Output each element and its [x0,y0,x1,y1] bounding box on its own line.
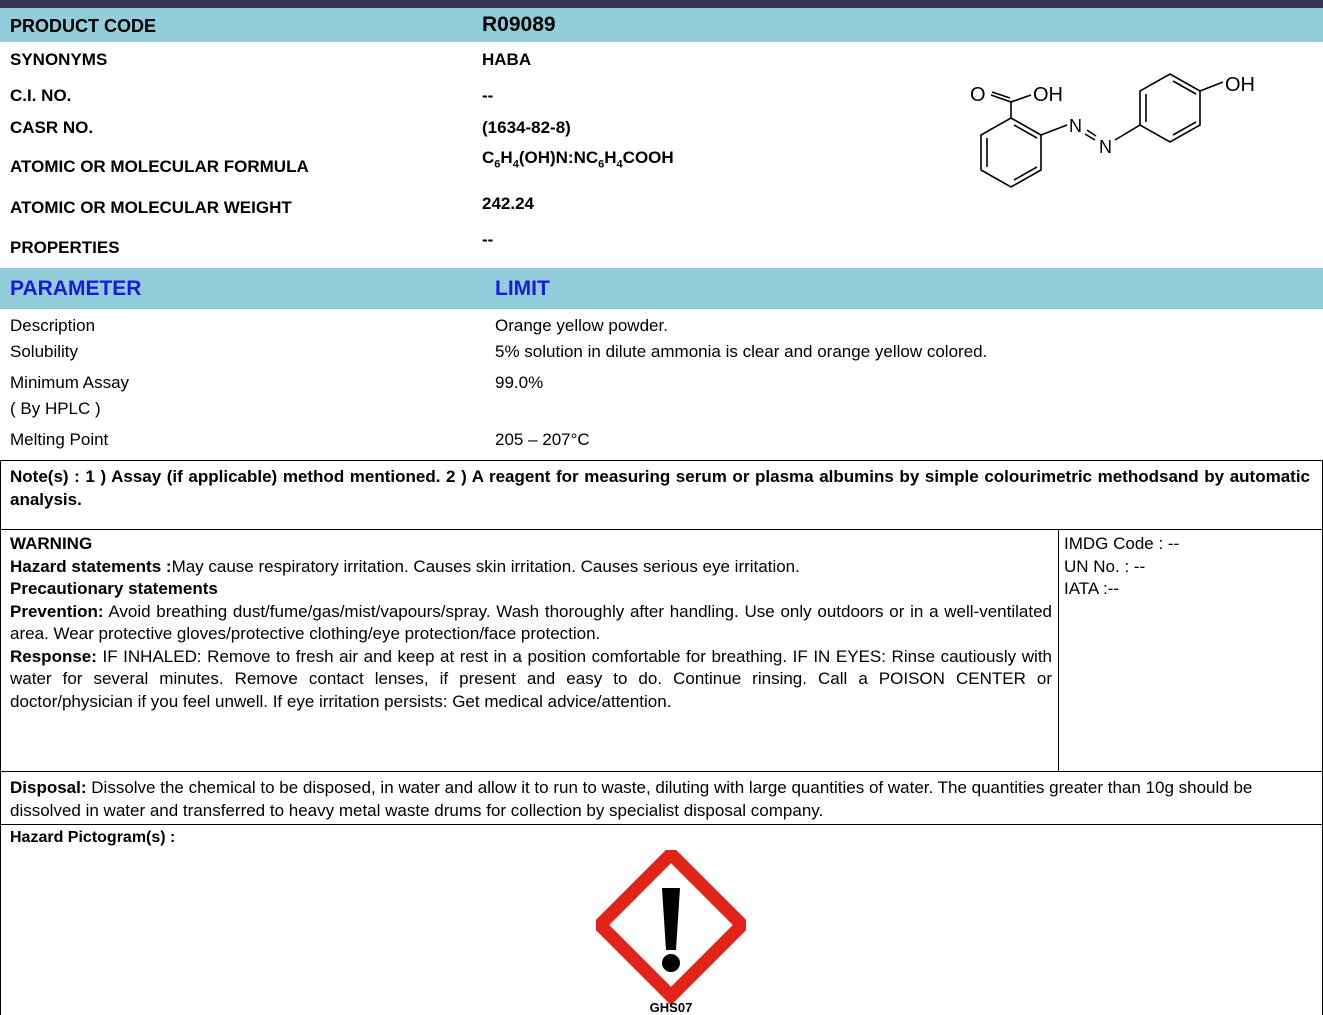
structure-oh-label: OH [1033,84,1063,106]
spec-parameter: Minimum Assay [10,373,130,392]
top-bar [0,0,1323,8]
iata-code: IATA :-- [1064,579,1120,598]
chemical-structure-diagram: O OH N N OH [970,73,1255,188]
ci-label: C.I. NO. [10,86,72,105]
spec-parameter: Description [10,316,96,335]
spec-header-row: PARAMETER LIMIT [0,268,1323,309]
hazard-statements: Hazard statements :May cause respiratory… [10,556,800,576]
structure-n1-label: N [1069,116,1082,136]
ci-value: -- [482,86,494,105]
note-text: Note(s) : 1 ) Assay (if applicable) meth… [10,467,1310,509]
spec-parameter: Melting Point [10,430,109,449]
ghs07-exclamation-icon: GHS07 [596,850,746,1015]
spec-parameter: ( By HPLC ) [10,399,101,418]
formula-label: ATOMIC OR MOLECULAR FORMULA [10,157,309,176]
casr-value: (1634-82-8) [482,118,571,137]
un-number: UN No. : -- [1064,556,1146,576]
weight-value: 242.24 [482,194,534,213]
product-code-value: R09089 [482,13,556,36]
divider [0,460,1323,461]
disposal-text: Disposal: Dissolve the chemical to be di… [10,778,1253,820]
weight-label: ATOMIC OR MOLECULAR WEIGHT [10,198,292,217]
parameter-header: PARAMETER [10,277,142,300]
limit-header: LIMIT [495,277,550,300]
synonyms-label: SYNONYMS [10,50,108,69]
divider [0,529,1323,530]
warning-text: WARNING [10,534,93,553]
structure-n2-label: N [1099,137,1112,157]
structure-o-label: O [970,84,986,106]
divider [0,824,1323,825]
imdg-code: IMDG Code : -- [1064,534,1180,553]
casr-label: CASR NO. [10,118,94,137]
divider [0,771,1323,772]
column-divider [1058,529,1059,771]
ghs-code-label: GHS07 [650,1000,693,1015]
formula-value: C6H4(OH)N:NC6H4COOH [482,148,674,171]
pictogram-label: Hazard Pictogram(s) : [10,829,176,846]
safety-block: WARNING Hazard statements :May cause res… [10,533,1052,713]
precautionary-title: Precautionary statements [10,579,218,598]
response-text: Response: IF INHALED: Remove to fresh ai… [10,646,1052,711]
spec-parameter: Solubility [10,342,79,361]
spec-limit: 99.0% [495,373,544,392]
properties-label: PROPERTIES [10,238,120,257]
spec-limit: 205 – 207°C [495,430,590,449]
synonyms-value: HABA [482,50,532,69]
product-code-row: PRODUCT CODE R09089 [0,8,1323,42]
properties-value: -- [482,230,494,249]
spec-limit: 5% solution in dilute ammonia is clear a… [495,342,988,361]
transport-info: IMDG Code : -- UN No. : -- IATA :-- [1064,533,1179,601]
structure-oh2-label: OH [1225,74,1255,96]
product-code-label: PRODUCT CODE [10,16,157,36]
prevention-text: Prevention: Avoid breathing dust/fume/ga… [10,601,1052,644]
spec-limit: Orange yellow powder. [495,316,668,335]
